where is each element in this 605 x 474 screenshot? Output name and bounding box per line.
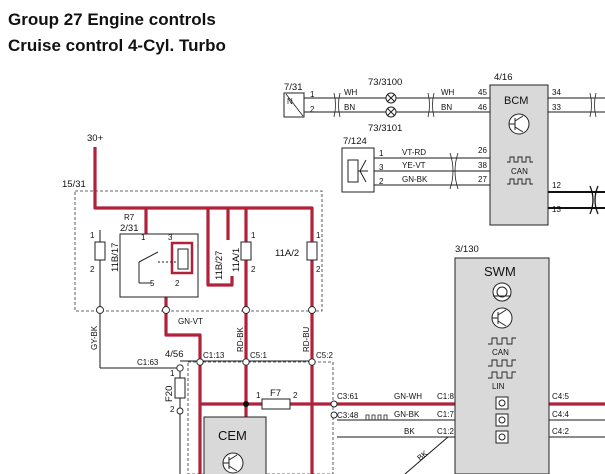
cem-name: CEM bbox=[218, 428, 247, 443]
fuse-11b17-label: 11B/17 bbox=[110, 243, 121, 272]
relay-pin3: 3 bbox=[168, 233, 173, 242]
node-4-56-label: 4/56 bbox=[165, 349, 184, 360]
connector-c4-5: C4:5 bbox=[552, 392, 569, 401]
swm-name: SWM bbox=[484, 264, 516, 279]
bcm-pin-26: 26 bbox=[478, 146, 487, 155]
relay-id: 2/31 bbox=[120, 223, 139, 234]
fuse-f7-pin1: 1 bbox=[256, 391, 261, 400]
connector-c1-2: C1:2 bbox=[437, 427, 454, 436]
supply-label: 30+ bbox=[87, 133, 104, 144]
bcm-pin-46: 46 bbox=[478, 103, 487, 112]
twist-marker-a bbox=[333, 92, 435, 118]
lamp-73-3100-icon bbox=[385, 92, 397, 104]
wire-vt-rd: VT-RD bbox=[402, 148, 426, 157]
relay-ref: R7 bbox=[124, 213, 135, 222]
connector-c4-2: C4:2 bbox=[552, 427, 569, 436]
cem-transistor-icon bbox=[222, 452, 244, 474]
connector-c3-61: C3:61 bbox=[337, 392, 359, 401]
swm-can-wave-top bbox=[488, 337, 516, 345]
lamp-73-3100-label: 73/3100 bbox=[368, 77, 402, 88]
steering-wheel-icon bbox=[492, 282, 512, 302]
wire-ye-vt: YE-VT bbox=[402, 161, 426, 170]
wire-gn-wh: GN-WH bbox=[394, 392, 422, 401]
connector-c1-8: C1:8 bbox=[437, 392, 454, 401]
wire-wh-1: WH bbox=[344, 88, 358, 97]
bcm-pin-12: 12 bbox=[552, 181, 561, 190]
wire-gn-bk: GN-BK bbox=[402, 175, 428, 184]
fuse-11b17-pin1: 1 bbox=[90, 231, 95, 240]
relay-pin5: 5 bbox=[150, 279, 155, 288]
sensor-7-31-pin2: 2 bbox=[310, 105, 315, 114]
fuse-f7-pin2: 2 bbox=[293, 391, 298, 400]
swm-transistor-icon bbox=[491, 307, 513, 329]
swm-can-wave-bottom bbox=[488, 359, 516, 367]
sensor-7-31-letter: N bbox=[287, 97, 293, 106]
fuse-11a2-pin1: 1 bbox=[316, 231, 321, 240]
bcm-name: BCM bbox=[504, 95, 528, 107]
relay-pin2: 2 bbox=[175, 279, 180, 288]
connector-c1-63: C1:63 bbox=[137, 358, 159, 367]
relay-pin1: 1 bbox=[141, 233, 146, 242]
bcm-pin-45: 45 bbox=[478, 88, 487, 97]
wire-rd-bk: RD-BK bbox=[236, 326, 245, 352]
lin-signal-icon bbox=[365, 414, 388, 421]
wire-rd-bu: RD-BU bbox=[302, 326, 311, 352]
fuse-11b27-label: 11B/27 bbox=[214, 251, 225, 280]
bcm-pin-13: 13 bbox=[552, 205, 561, 214]
sensor-7-124-pin3: 3 bbox=[379, 163, 384, 172]
can-signal-icon bbox=[507, 156, 533, 185]
connector-c5-1: C5:1 bbox=[250, 351, 267, 360]
bcm-id: 4/16 bbox=[494, 72, 513, 83]
transistor-icon bbox=[508, 113, 530, 135]
fuse-11a2-pin2: 2 bbox=[316, 265, 321, 274]
wire-gn-vt: GN-VT bbox=[178, 317, 203, 326]
fuse-f7-label: F7 bbox=[270, 388, 281, 399]
sensor-7-124-pin1: 1 bbox=[379, 149, 384, 158]
fuse-11a2-label: 11A/2 bbox=[275, 248, 299, 259]
fuse-f20-label: F20 bbox=[164, 386, 175, 402]
connector-c1-13: C1:13 bbox=[203, 351, 225, 360]
wire-wh-2: WH bbox=[441, 88, 455, 97]
fuse-box-15-31 bbox=[74, 190, 323, 312]
sensor-7-31-pin1: 1 bbox=[310, 90, 315, 99]
sensor-7-124-label: 7/124 bbox=[343, 136, 367, 147]
bcm-module bbox=[489, 84, 549, 226]
bcm-pin-34: 34 bbox=[552, 88, 561, 97]
swm-id: 3/130 bbox=[455, 244, 479, 255]
bcm-can-label: CAN bbox=[511, 167, 528, 176]
fuse-11a1-pin2: 2 bbox=[251, 265, 256, 274]
sensor-7-124-pin2: 2 bbox=[379, 177, 384, 186]
fuse-11a1-label: 11A/1 bbox=[231, 248, 242, 272]
swm-connector-icons bbox=[495, 396, 509, 444]
fuse-f20-pin2: 2 bbox=[170, 405, 175, 414]
sensor-7-31-label: 7/31 bbox=[284, 82, 303, 93]
fuse-11b17-pin2: 2 bbox=[90, 265, 95, 274]
bcm-pin-38: 38 bbox=[478, 161, 487, 170]
fuse-box-id: 15/31 bbox=[62, 179, 86, 190]
bcm-pin-27: 27 bbox=[478, 175, 487, 184]
connector-c4-4: C4:4 bbox=[552, 410, 569, 419]
connector-c3-48: C3:48 bbox=[337, 411, 359, 420]
wire-gy-bk: GY-BK bbox=[90, 325, 99, 350]
sensor-7-31: 7/31 N 1 2 bbox=[283, 82, 315, 118]
wire-bk: BK bbox=[404, 427, 415, 436]
fuse-f20-pin1: 1 bbox=[170, 369, 175, 378]
page-subtitle: Cruise control 4-Cyl. Turbo bbox=[8, 36, 226, 55]
connector-c1-7: C1:7 bbox=[437, 410, 454, 419]
page-title: Group 27 Engine controls bbox=[8, 10, 216, 29]
lamp-73-3101-icon bbox=[385, 106, 397, 118]
wire-bn-1: BN bbox=[344, 103, 355, 112]
swm-can-label: CAN bbox=[492, 348, 509, 357]
wire-bk-diag: BK bbox=[416, 448, 430, 462]
wire-bn-2: BN bbox=[441, 103, 452, 112]
bcm-pin-33: 33 bbox=[552, 103, 561, 112]
connector-c5-2: C5:2 bbox=[316, 351, 333, 360]
fuse-11a1-pin1: 1 bbox=[251, 231, 256, 240]
lamp-73-3101-label: 73/3101 bbox=[368, 123, 402, 134]
swm-lin-label: LIN bbox=[492, 382, 505, 391]
wire-gn-bk-2: GN-BK bbox=[394, 410, 420, 419]
swm-lin-wave bbox=[488, 371, 516, 379]
